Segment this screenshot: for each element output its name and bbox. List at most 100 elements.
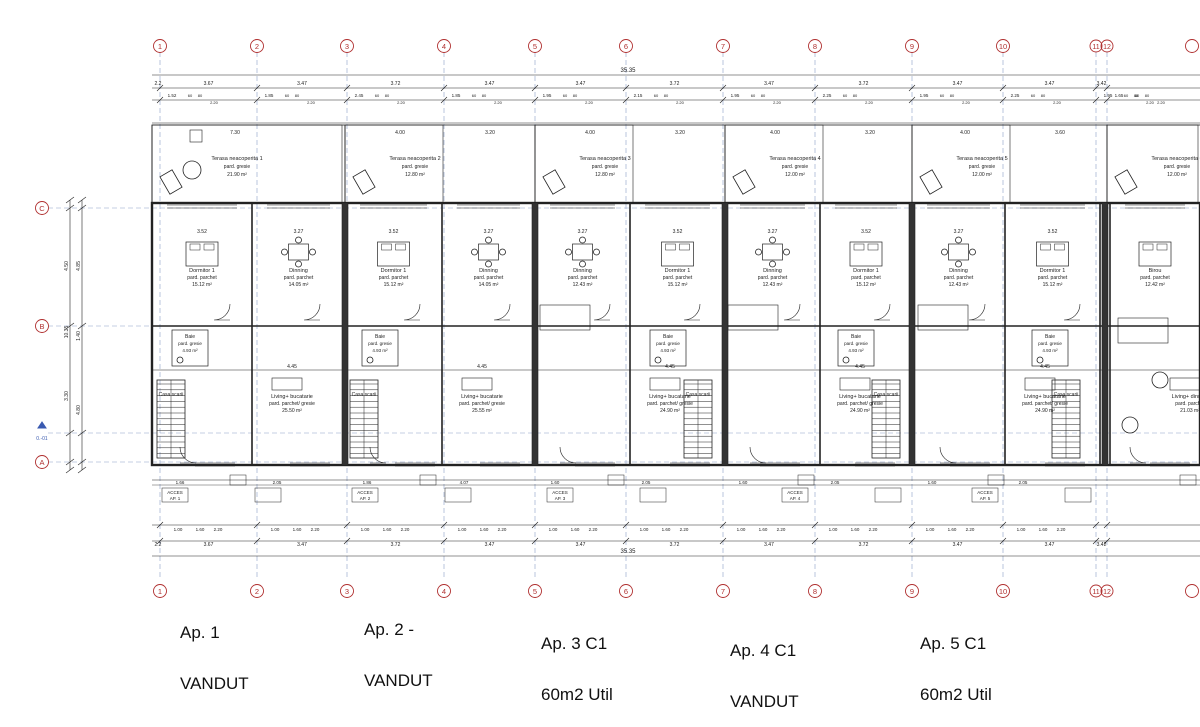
dim-tick-left — [77, 196, 87, 204]
dim-tick-top — [622, 84, 630, 92]
pillow-icon — [203, 243, 215, 251]
grid-bubble-edge-bottom — [1185, 584, 1199, 598]
dim-tick-top — [1092, 96, 1100, 104]
utility-room — [1117, 317, 1169, 344]
bottom-sub-dim: 1.00 — [1017, 527, 1026, 532]
top-sub-dim-small: 2.20 — [865, 100, 874, 105]
upper-room-area-7: 15.12 m² — [856, 282, 876, 288]
entrance-step-2 — [351, 487, 379, 503]
living-finish-0: pard. parchet/ gresie — [269, 401, 315, 407]
living-area-4: 24.90 m² — [1035, 408, 1055, 414]
terrace-width-7: 4.00 — [960, 130, 970, 136]
grid-bubble-label-6: 6 — [624, 42, 628, 51]
stair-label-2: Casa scarii — [352, 392, 377, 398]
bed-icon — [661, 241, 694, 267]
sofa-icon — [1024, 377, 1056, 391]
sun-lounger-icon — [159, 169, 183, 195]
grid-bubble-3-top — [340, 39, 354, 53]
apartment-1-status: VANDUT — [180, 674, 249, 693]
bottom-sub-dim: 2.20 — [214, 527, 223, 532]
dim-tick-top — [253, 96, 261, 104]
front-dim-1: 2.05 — [273, 480, 282, 485]
pillow-icon — [1142, 243, 1154, 251]
dim-tick-top — [440, 96, 448, 104]
dim-tick-top — [343, 84, 351, 92]
dim-tick-left — [65, 466, 75, 474]
top-sub-dim-small: 2.20 — [585, 100, 594, 105]
top-sub-dim-small: 60 — [285, 93, 290, 98]
dim-tick-bottom — [440, 537, 448, 545]
wc-icon — [842, 356, 850, 364]
dim-tick-bottom — [999, 537, 1007, 545]
dim-tick-left — [77, 466, 87, 474]
dim-tick-bottom — [440, 521, 448, 529]
top-sub-dim-11: 1.65 — [1115, 93, 1124, 98]
grid-bubble-5-bottom — [528, 584, 542, 598]
bottom-sub-dim-3: 1.60 — [480, 527, 489, 532]
terrace-finish-1: pard. gresie — [224, 164, 251, 170]
grid-bubble-8-bottom — [808, 584, 822, 598]
bottom-dim-6: 3.72 — [670, 542, 680, 548]
terrace-name-1: Terasa neacoperita 1 — [211, 156, 262, 162]
grid-bubble-label-4: 4 — [442, 42, 446, 51]
bed-icon — [377, 241, 410, 267]
dining-table-icon — [288, 243, 309, 261]
entrance-unit-2: AP. 2 — [360, 496, 371, 501]
dim-tick-bottom — [531, 537, 539, 545]
top-sub-dim-small: 2.20 — [210, 100, 219, 105]
front-dim-8: 1.60 — [928, 480, 937, 485]
bottom-sub-dim-1: 1.60 — [293, 527, 302, 532]
grid-bubble-label-9: 9 — [910, 42, 914, 51]
pillow-icon — [853, 243, 865, 251]
dim-tick-bottom — [719, 521, 727, 529]
terrace-width-2: 3.20 — [485, 130, 495, 136]
dining-chair-icon — [955, 260, 962, 268]
top-dim-6: 3.72 — [670, 81, 680, 87]
bath-finish-4: pard. gresie — [1038, 341, 1062, 346]
bottom-sub-dim: 1.00 — [271, 527, 280, 532]
top-dim-4: 3.47 — [485, 81, 495, 87]
apartment-label-2: Ap. 2 - VANDUT — [364, 587, 433, 706]
top-sub-dim-small: 60 — [563, 93, 568, 98]
entrance-door-swing — [559, 446, 577, 464]
dim-tick-top — [156, 84, 164, 92]
top-sub-dim-small: 2.20 — [962, 100, 971, 105]
dim-tick-bottom — [1092, 537, 1100, 545]
upper-room-name-8: Dinning — [949, 268, 968, 274]
top-sub-dim-small: 2.20 — [494, 100, 503, 105]
terrace-area-2: 12.80 m² — [405, 172, 425, 178]
entrance-step-1 — [161, 487, 189, 503]
living-width-0: 4.45 — [287, 364, 297, 370]
bottom-sub-dim: 2.20 — [869, 527, 878, 532]
overall-dimension-bottom: 35.35 — [620, 549, 636, 555]
top-sub-dim-small: 80 — [1041, 93, 1046, 98]
entrance-label-3: ACCES — [552, 490, 568, 495]
dim-tick-top — [622, 96, 630, 104]
bottom-sub-dim: 1.00 — [549, 527, 558, 532]
bottom-sub-dim: 2.20 — [1057, 527, 1066, 532]
living-width-1: 4.45 — [477, 364, 487, 370]
upper-room-name-2: Dormitor 1 — [381, 268, 407, 274]
door-swing-upper — [303, 303, 321, 321]
bath-finish-2: pard. gresie — [656, 341, 680, 346]
dim-tick-left — [77, 429, 87, 437]
entrance-step — [1064, 487, 1092, 503]
door-swing-upper — [873, 303, 891, 321]
front-dim-4: 1.60 — [551, 480, 560, 485]
top-sub-dim-4: 1.95 — [543, 93, 552, 98]
dining-table-icon — [762, 243, 783, 261]
left-dim-5: 4.80 — [76, 405, 82, 415]
top-sub-dim-small: 80 — [198, 93, 203, 98]
pillow-icon — [1054, 243, 1065, 251]
dim-tick-top — [343, 96, 351, 104]
living-area-2: 24.90 m² — [660, 408, 680, 414]
grid-bubble-12-top — [1100, 39, 1114, 53]
grid-bubble-label-B: B — [39, 322, 44, 331]
dining-table-icon — [948, 243, 969, 261]
bath-area-2: 4.93 m² — [660, 348, 676, 353]
dining-chair-icon — [941, 248, 948, 256]
utility-room — [917, 304, 969, 331]
apartment-4-name: Ap. 4 C1 — [730, 641, 797, 660]
stair-label-5: Casa scarii — [1054, 392, 1079, 398]
living-name-4: Living+ bucatarie — [1024, 394, 1066, 400]
